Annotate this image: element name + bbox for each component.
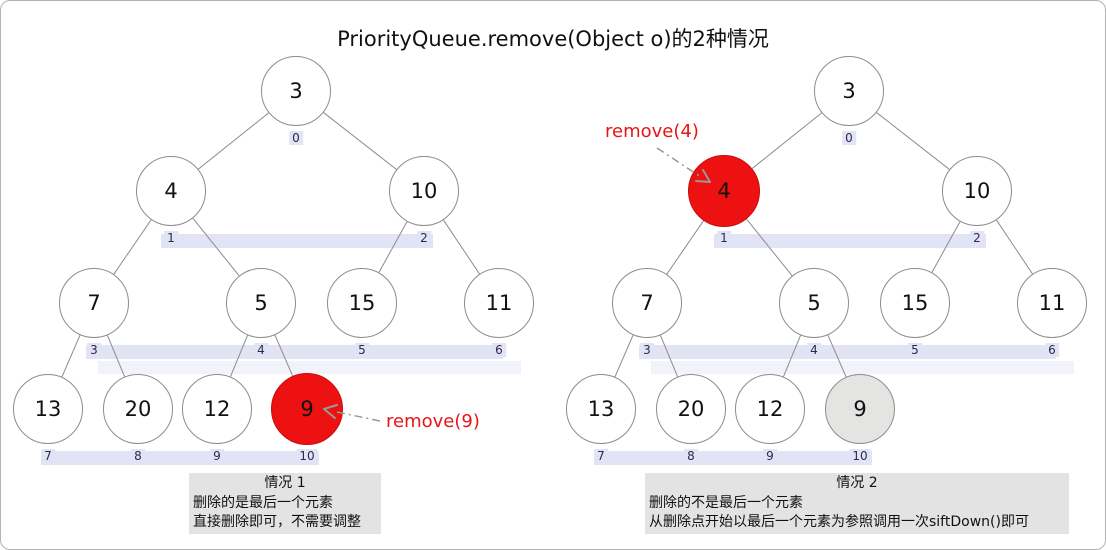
array-index-band [161, 234, 433, 248]
tree-edge [745, 217, 793, 277]
heap-node-12: 12 [735, 374, 805, 444]
array-index-label: 9 [763, 449, 777, 463]
heap-node-10: 10 [389, 156, 459, 226]
tree-edge [61, 334, 81, 378]
heap-node-13: 13 [13, 374, 83, 444]
tree-edge [666, 219, 705, 275]
heap-node-10: 10 [942, 156, 1012, 226]
array-index-band [594, 451, 872, 465]
array-index-label: 8 [131, 449, 145, 463]
array-index-band [41, 451, 319, 465]
array-index-label: 2 [970, 231, 984, 245]
array-index-label: 9 [210, 449, 224, 463]
heap-node-4: 4 [688, 155, 760, 227]
array-index-label: 7 [41, 449, 55, 463]
tree-edge [751, 112, 822, 170]
tree-edge [996, 219, 1033, 275]
diagram-title: PriorityQueue.remove(Object o)的2种情况 [337, 27, 769, 51]
array-index-label: 3 [87, 343, 101, 357]
heap-node-12: 12 [182, 374, 252, 444]
heap-node-7: 7 [59, 268, 129, 338]
tree-edge [614, 334, 634, 378]
array-index-band [639, 345, 1056, 359]
caption-case2: 情况 2 删除的不是最后一个元素 从删除点开始以最后一个元素为参照调用一次sif… [645, 473, 1069, 534]
heap-node-7: 7 [612, 268, 682, 338]
tree-edge [229, 335, 249, 377]
heap-node-5: 5 [226, 268, 296, 338]
heap-node-15: 15 [327, 268, 397, 338]
tree-edge [106, 335, 126, 377]
array-index-label: 10 [849, 449, 871, 463]
caption-line: 从删除点开始以最后一个元素为参照调用一次siftDown()即可 [649, 514, 1029, 530]
tree-edge [323, 112, 397, 170]
tree-edge [782, 335, 802, 377]
heap-node-4: 4 [136, 156, 206, 226]
tree-edge [274, 334, 294, 378]
caption-title: 情况 1 [264, 475, 306, 491]
heap-node-11: 11 [464, 268, 534, 338]
remove-annotation-case2: remove(4) [605, 121, 699, 142]
tree-edge [931, 221, 961, 273]
heap-node-13: 13 [566, 374, 636, 444]
array-index-label: 1 [164, 231, 178, 245]
tree-edge [659, 335, 679, 377]
tree-edge [443, 219, 480, 275]
heap-node-9: 9 [271, 373, 343, 445]
array-index-label: 10 [296, 449, 318, 463]
heap-node-15: 15 [880, 268, 950, 338]
array-index-label: 0 [289, 131, 303, 145]
array-index-band [86, 345, 503, 359]
array-index-label: 6 [1045, 343, 1059, 357]
tree-edge [827, 334, 847, 378]
array-index-label: 6 [492, 343, 506, 357]
array-index-label: 3 [640, 343, 654, 357]
heap-node-20: 20 [103, 374, 173, 444]
array-index-label: 7 [594, 449, 608, 463]
heap-node-3: 3 [814, 56, 884, 126]
tree-edge [192, 217, 240, 277]
heap-node-20: 20 [656, 374, 726, 444]
array-index-label: 4 [807, 343, 821, 357]
array-index-band-faint [651, 361, 1074, 374]
caption-title: 情况 2 [836, 475, 878, 491]
array-index-label: 8 [684, 449, 698, 463]
remove-annotation-case1: remove(9) [386, 411, 480, 432]
array-index-label: 4 [254, 343, 268, 357]
array-index-label: 5 [908, 343, 922, 357]
tree-edge [198, 112, 269, 170]
heap-node-3: 3 [261, 56, 331, 126]
caption-line: 删除的不是最后一个元素 [649, 494, 803, 511]
caption-line: 直接删除即可，不需要调整 [193, 514, 361, 530]
array-index-band-faint [98, 361, 521, 374]
caption-case1: 情况 1 删除的是最后一个元素 直接删除即可，不需要调整 [189, 473, 381, 534]
heap-node-11: 11 [1017, 268, 1087, 338]
tree-edge [378, 221, 408, 273]
caption-line: 删除的是最后一个元素 [193, 494, 333, 511]
array-index-label: 2 [417, 231, 431, 245]
array-index-label: 1 [717, 231, 731, 245]
tree-edge [876, 112, 950, 170]
heap-node-5: 5 [779, 268, 849, 338]
array-index-band [714, 234, 986, 248]
array-index-label: 0 [842, 131, 856, 145]
tree-edge [113, 219, 152, 275]
array-index-label: 5 [355, 343, 369, 357]
heap-node-9: 9 [825, 374, 895, 444]
